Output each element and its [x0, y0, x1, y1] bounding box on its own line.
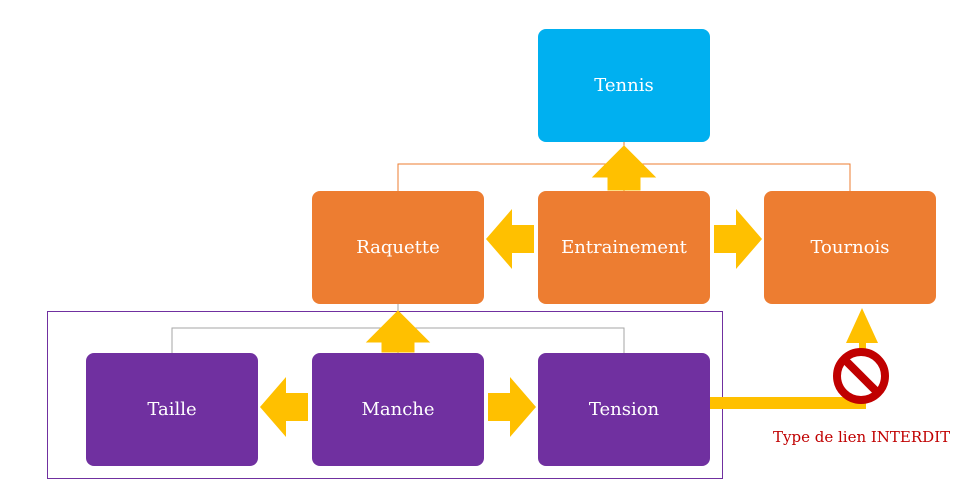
node-entrainement-label: Entrainement: [561, 237, 687, 258]
node-taille-label: Taille: [147, 399, 197, 420]
node-raquette-label: Raquette: [356, 237, 440, 258]
forbidden-link-label: Type de lien INTERDIT: [773, 428, 951, 446]
node-tournois-label: Tournois: [810, 237, 890, 258]
arrow-left-to-raquette: [486, 209, 534, 269]
node-tennis: Tennis: [538, 29, 710, 142]
node-tension: Tension: [538, 353, 710, 466]
node-taille: Taille: [86, 353, 258, 466]
node-tennis-label: Tennis: [594, 75, 654, 96]
arrow-right-to-tournois: [714, 209, 762, 269]
node-raquette: Raquette: [312, 191, 484, 304]
arrow-right-to-tension: [488, 377, 536, 437]
node-entrainement: Entrainement: [538, 191, 710, 304]
node-manche: Manche: [312, 353, 484, 466]
group-frame: [47, 311, 723, 479]
node-tension-label: Tension: [588, 399, 660, 420]
arrow-up-to-tennis: [591, 145, 657, 191]
forbidden-icon: [833, 348, 889, 404]
arrow-left-to-taille: [260, 377, 308, 437]
node-tournois: Tournois: [764, 191, 936, 304]
arrow-up-to-raquette: [365, 310, 431, 353]
node-manche-label: Manche: [361, 399, 435, 420]
